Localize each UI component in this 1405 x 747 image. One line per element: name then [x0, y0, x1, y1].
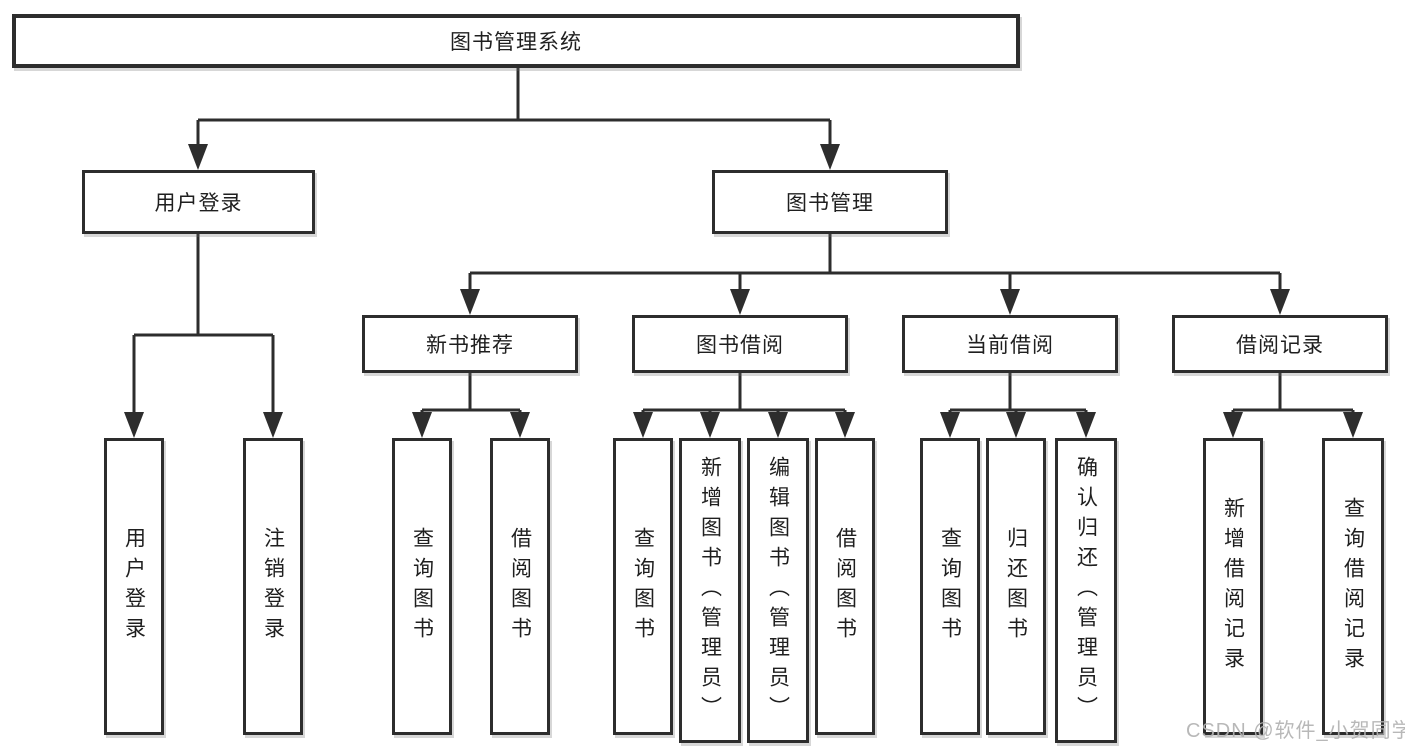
leaf-query-books-current-label: 查询图书	[938, 526, 962, 647]
connector-user-login	[132, 234, 275, 420]
node-book-borrow-label: 图书借阅	[696, 334, 784, 357]
node-borrow-records-label: 借阅记录	[1236, 334, 1324, 357]
arrow-down-icon	[460, 289, 480, 315]
arrow-down-icon	[1076, 412, 1096, 438]
node-current-borrow: 当前借阅	[902, 315, 1118, 373]
node-book-borrow: 图书借阅	[632, 315, 848, 373]
connector-borrow-records	[1231, 373, 1355, 420]
leaf-return-book-label: 归还图书	[1004, 526, 1028, 647]
node-book-management: 图书管理	[712, 170, 948, 234]
arrow-down-icon	[412, 412, 432, 438]
arrow-down-icon	[820, 144, 840, 170]
leaf-logout-label: 注销登录	[261, 526, 285, 647]
leaf-query-books-recommend: 查询图书	[392, 438, 452, 735]
leaf-borrow-books-recommend-label: 借阅图书	[508, 526, 532, 647]
arrow-down-icon	[510, 412, 530, 438]
leaf-user-login-label: 用户登录	[122, 526, 146, 647]
leaf-query-borrow-record: 查询借阅记录	[1322, 438, 1384, 735]
node-current-borrow-label: 当前借阅	[966, 334, 1054, 357]
arrow-down-icon	[940, 412, 960, 438]
leaf-return-book: 归还图书	[986, 438, 1046, 735]
leaf-logout: 注销登录	[243, 438, 303, 735]
arrow-down-icon	[1223, 412, 1243, 438]
connector-book-management	[468, 234, 1282, 297]
arrow-down-icon	[263, 412, 283, 438]
arrow-down-icon	[835, 412, 855, 438]
leaf-query-books-recommend-label: 查询图书	[410, 526, 434, 647]
leaf-confirm-return-admin: 确认归还（管理员）	[1055, 438, 1117, 743]
node-new-book-recommend-label: 新书推荐	[426, 334, 514, 357]
node-book-management-label: 图书管理	[786, 192, 874, 215]
arrow-down-icon	[1000, 289, 1020, 315]
leaf-user-login: 用户登录	[104, 438, 164, 735]
node-borrow-records: 借阅记录	[1172, 315, 1388, 373]
leaf-query-borrow-record-label: 查询借阅记录	[1341, 496, 1365, 677]
leaf-edit-book-admin: 编辑图书（管理员）	[747, 438, 809, 743]
connector-new-book-recommend	[420, 373, 522, 420]
arrow-down-icon	[124, 412, 144, 438]
leaf-add-book-admin-label: 新增图书（管理员）	[698, 455, 722, 726]
leaf-query-books-borrow: 查询图书	[613, 438, 673, 735]
connector-root	[196, 68, 832, 152]
leaf-add-borrow-record-label: 新增借阅记录	[1221, 496, 1245, 677]
leaf-borrow-books-recommend: 借阅图书	[490, 438, 550, 735]
arrow-down-icon	[1270, 289, 1290, 315]
arrow-down-icon	[188, 144, 208, 170]
leaf-confirm-return-admin-label: 确认归还（管理员）	[1074, 455, 1098, 726]
leaf-borrow-books-2: 借阅图书	[815, 438, 875, 735]
leaf-add-borrow-record: 新增借阅记录	[1203, 438, 1263, 735]
arrow-down-icon	[1006, 412, 1026, 438]
node-new-book-recommend: 新书推荐	[362, 315, 578, 373]
node-user-login-label: 用户登录	[154, 192, 243, 215]
node-root: 图书管理系统	[12, 14, 1020, 68]
arrow-down-icon	[700, 412, 720, 438]
arrow-down-icon	[633, 412, 653, 438]
arrow-down-icon	[1343, 412, 1363, 438]
csdn-watermark: CSDN @软件_小贺同学	[1186, 720, 1405, 742]
leaf-edit-book-admin-label: 编辑图书（管理员）	[766, 455, 790, 726]
leaf-query-books-borrow-label: 查询图书	[631, 526, 655, 647]
arrow-down-icon	[730, 289, 750, 315]
arrow-down-icon	[768, 412, 788, 438]
leaf-borrow-books-2-label: 借阅图书	[833, 526, 857, 647]
connector-current-borrow	[948, 373, 1088, 420]
node-user-login: 用户登录	[82, 170, 315, 234]
leaf-add-book-admin: 新增图书（管理员）	[679, 438, 741, 743]
connector-book-borrow	[641, 373, 847, 420]
leaf-query-books-current: 查询图书	[920, 438, 980, 735]
node-root-label: 图书管理系统	[450, 31, 582, 54]
